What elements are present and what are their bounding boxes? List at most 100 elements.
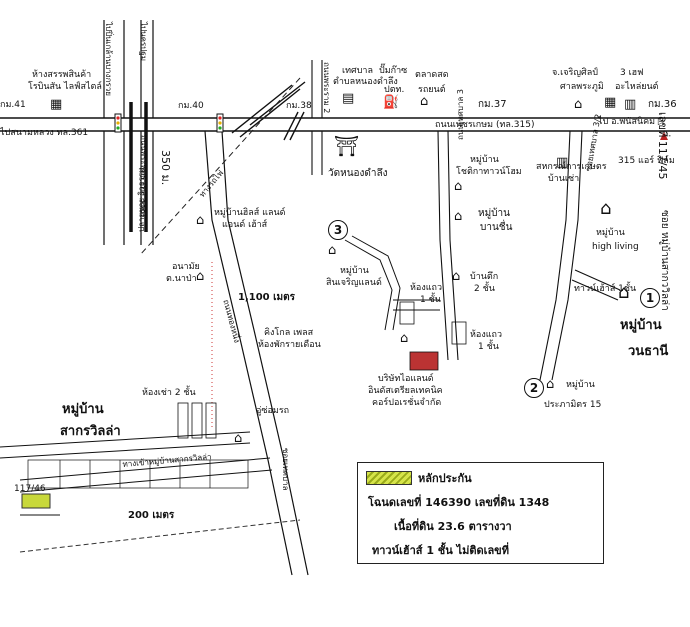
factory-building (409, 351, 439, 371)
label-tambon-nong: ตำบลหนองดำลึง (333, 77, 398, 87)
legend-title: หลักประกัน (418, 472, 472, 485)
label-wat: วัดหนองดำลึง (328, 168, 388, 179)
house-icon: ⌂ (420, 94, 429, 109)
label-village-pra: หมู่บ้าน (566, 380, 595, 390)
village-icon: ⌂ (454, 209, 463, 224)
label-fire-315: 315 แอร์ ฟิล์ม (618, 156, 675, 166)
rowhouse-blocks (399, 301, 467, 345)
shop-icon: ▦ (50, 97, 63, 112)
legend-swatch (366, 471, 412, 485)
label-village-pra2: ประภามิตร 15 (544, 400, 602, 410)
label-km41: กม.41 (0, 100, 26, 110)
label-rama2: ถนนพระราม 2 (322, 62, 331, 114)
house-icon: ⌂ (574, 97, 583, 112)
label-soi-vert-sakol: ซอยเทศบาล (281, 448, 290, 491)
label-school2: ศาลพระภูมิ (560, 82, 604, 92)
label-village-sakol2: สากรวิลล่า (60, 424, 121, 439)
store-icon: ▥ (624, 97, 637, 112)
label-km38: กม.38 (286, 101, 312, 111)
main-highway (0, 117, 690, 132)
label-building2: บ้านตึก (470, 272, 499, 282)
label-market2: รถยนต์ (418, 85, 446, 95)
label-garage: 3 เฮฟ (620, 68, 644, 78)
label-garage-repair: อู่ซ่อมรถ (256, 406, 290, 416)
collateral-lot (21, 493, 51, 509)
label-village-hill: หมู่บ้านฮิลส์ แลนด์ (214, 208, 286, 218)
label-to-phanom: ไป อ.พนัสนิคม ▷ (598, 117, 665, 127)
label-km37: กม.37 (478, 99, 507, 110)
label-dept-store: ห้างสรรพสินค้า (32, 70, 92, 80)
road-vertical-left (103, 20, 154, 245)
label-row-house2: ห้องแถว (470, 330, 503, 340)
house-icon: ⌂ (234, 431, 243, 446)
legend-box: หลักประกัน โฉนดเลขที่ 146390 เลขที่ดิน 1… (357, 462, 604, 564)
label-anamai2: ต.นาป่า (166, 274, 197, 284)
road-right-soi (539, 130, 621, 381)
label-market: ตลาดสด (415, 70, 449, 80)
village-icon: ⌂ (196, 213, 205, 228)
label-to-sanam-luang: ไปสนามหลวง ทล.361 (0, 128, 89, 138)
legend-line2: เนื้อที่ดิน 23.6 ตารางวา (394, 520, 512, 533)
road-tambon-north (311, 60, 323, 175)
label-gas-station: ปั๊มก๊าซ (379, 66, 408, 76)
label-phetkasem: ถนนเพชรเกษม (ทล.315) (435, 120, 535, 130)
north-arrow-icon (660, 132, 668, 140)
label-village-sakol: หมู่บ้าน (62, 402, 104, 417)
house-icon: ⌂ (452, 269, 461, 284)
overpass-bars (129, 102, 148, 232)
label-row-house2b: 1 ชั้น (478, 342, 499, 352)
label-village-chon: หมู่บ้าน (478, 208, 510, 219)
marker-1: 1 (640, 288, 660, 308)
label-building2b: 2 ชั้น (474, 284, 495, 294)
village-icon: ⌂ (618, 282, 630, 303)
label-lot-117: 117/46 (14, 484, 46, 494)
road-main-soi (204, 130, 309, 576)
label-soi-vert-t3: ถนนเทศบาล 3 (456, 89, 465, 140)
label-village-wan: หมู่บ้าน (620, 318, 662, 333)
label-village-sin: หมู่บ้าน (340, 266, 369, 276)
house-icon: ⌂ (400, 331, 409, 346)
label-to-pinklao: ไปปิ่นเกล้านบางกรวย (104, 22, 113, 96)
label-dist-1100: 1,100 เมตร (238, 292, 295, 303)
village-icon: ⌂ (546, 377, 555, 392)
label-municipal: เทศบาล (342, 66, 374, 76)
label-row-house1: ห้องแถว (410, 283, 443, 293)
store-icon: ▦ (604, 95, 617, 110)
gas-pump-icon: ⛽ (383, 95, 400, 110)
label-kinghouse: คิงโกล เพลส (264, 328, 314, 338)
label-anamai: อนามัย (172, 262, 200, 272)
label-tambon-office2: บ้านเช่า (548, 174, 580, 184)
label-village-sin2: สินเจริญแลนด์ (326, 278, 382, 288)
building-icon: ▤ (342, 91, 355, 106)
label-dist-200: 200 เมตร (128, 510, 175, 521)
legend-line1: โฉนดเลขที่ 146390 เลขที่ดิน 1348 (368, 496, 550, 509)
lot-strip (27, 459, 249, 489)
label-tambon-office: สหกรณ์การเกษตร (536, 162, 607, 172)
house-icon: ⌂ (196, 269, 205, 284)
store-icon: ▥ (556, 155, 569, 170)
village-icon: ⌂ (454, 179, 463, 194)
label-village-chon2: บานชื่น (480, 222, 513, 233)
dist-200-line (19, 519, 301, 553)
label-to-nakhon-pathom: ไปนครปฐม (139, 22, 148, 61)
roads-circle3 (344, 235, 440, 331)
label-village-top-chon: หมู่บ้าน (470, 155, 499, 165)
label-factory: บริษัทไอแลนด์ (378, 374, 434, 384)
label-village-wan2: วนธานี (628, 344, 669, 359)
label-village-high2: high living (592, 242, 639, 252)
label-ptt: ปตท. (384, 85, 405, 95)
label-garage2: อะไหล่ยนต์ (615, 82, 659, 92)
label-townhouse-note: ทาวน์เฮ้าส์ 1ชั้น (574, 284, 637, 294)
label-dist-350: 350 ม. (159, 150, 172, 186)
road-tessaban3 (437, 130, 459, 361)
label-village-high: หมู่บ้าน (596, 228, 625, 238)
marker-2: 2 (524, 378, 544, 398)
marker-3: 3 (328, 220, 348, 240)
label-soi-vert-left: ปลายซอย วิวธรรม (137, 167, 146, 232)
label-row-house1b: 1 ชั้น (420, 295, 441, 305)
label-village-hill2: แอนด์ เฮ้าส์ (222, 220, 268, 230)
temple-icon: ⛩ (334, 134, 360, 158)
traffic-lights (114, 113, 224, 133)
label-km40: กม.40 (178, 101, 204, 111)
